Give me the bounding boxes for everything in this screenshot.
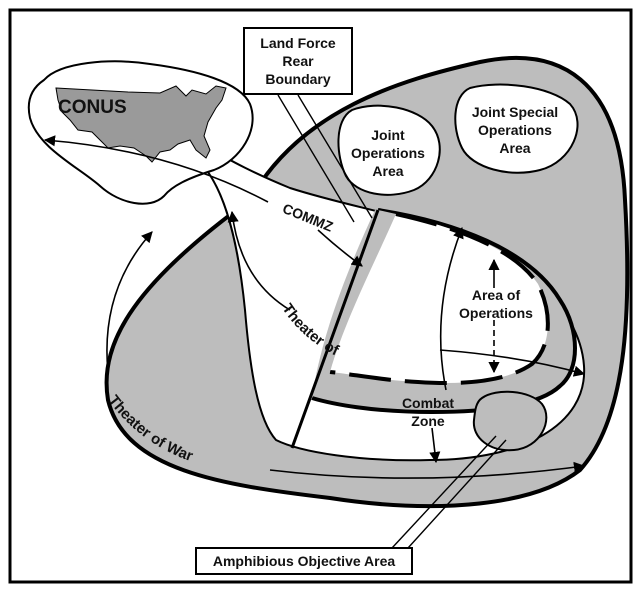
amphibious-leader-2 [391,435,497,549]
aoo-label-line-1: Area of [472,287,521,303]
joa-label-line-1: Joint [371,127,405,143]
commz-arrow-to-boundary [317,229,363,267]
land-force-label-line-2: Rear [282,53,314,69]
amphibious-leader-1 [407,439,507,549]
land-force-boundary-line [290,209,380,449]
theater-of-war-arrow-upper [106,231,153,373]
land-force-label-line-3: Boundary [265,71,331,87]
combat-zone-arrow-down [429,427,441,464]
amphibious-objective-area-label: Amphibious Objective Area [213,553,396,569]
land-force-label-line-1: Land Force [260,35,336,51]
land-force-rear-boundary-box [243,27,353,95]
amphibious-objective-blob [472,390,548,452]
combat-zone-label-line-2: Zone [411,413,445,429]
joint-special-operations-area-region [454,83,579,174]
land-force-boundary-leader-1 [297,94,373,219]
combat-zone-arrow-up [439,226,464,391]
aoo-label-line-2: Operations [459,305,533,321]
theater-of-operations-arrow-right [439,349,586,377]
joa-label-line-3: Area [372,163,403,179]
land-force-rear-area [292,210,396,448]
theater-of-operations-arrow-left [227,210,291,311]
combat-zone-boundary [311,208,577,415]
amphibious-objective-area-box [195,547,413,575]
theater-of-war-arrow-lower [269,461,586,479]
jsoa-label-line-2: Operations [478,122,552,138]
commz-arrow-to-conus [43,135,269,203]
jsoa-label-line-3: Area [499,140,530,156]
joint-operations-area-region [337,104,441,196]
land-force-boundary-leader-2 [277,94,355,223]
combat-zone-label-line-1: Combat [402,395,454,411]
joa-label-line-2: Operations [351,145,425,161]
us-map-icon [55,85,227,163]
conus-label: CONUS [58,97,127,118]
jsoa-label-line-1: Joint Special [472,104,558,120]
area-of-operations-boundary [329,212,550,385]
